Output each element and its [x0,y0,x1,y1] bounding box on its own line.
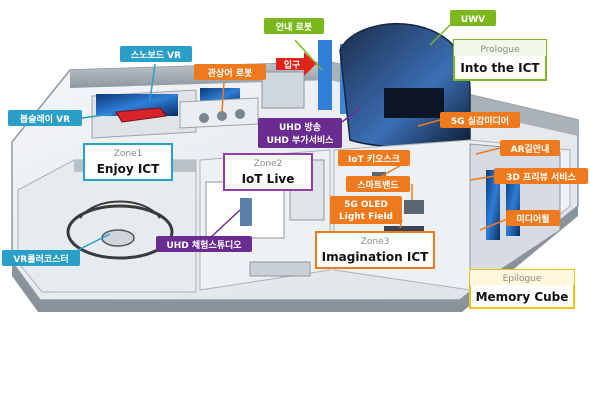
bobsleigh-sled [115,107,167,123]
leader-uhd-studio [209,209,241,239]
label-smartband-text: 스마트밴드 [357,179,399,191]
label-ar-guide-text: AR길안내 [511,143,550,155]
zone-epilogue-sub: Epilogue [503,274,542,284]
label-iot-kiosk-text: IoT 키오스크 [348,153,400,165]
vr-coaster-track [66,204,174,260]
leader-ar-guide [475,147,501,155]
label-entrance-text: 입구 [284,59,301,71]
label-uhd-studio: UHD 체험스튜디오 [156,236,252,252]
counter [249,261,311,277]
label-oled-line2: Light Field [339,212,393,222]
label-vr-coaster-text: VR롤러코스터 [13,253,68,265]
robot-unit-2 [217,111,227,121]
dome-shell [339,23,471,149]
robot-unit-3 [235,109,245,119]
zone3-sub: Zone3 [361,237,390,247]
leader-snowboard [149,63,156,101]
zone-box-epilogue: Epilogue Memory Cube [469,269,575,309]
label-uhd-studio-text: UHD 체험스튜디오 [166,239,242,251]
vr-coaster-loop [79,200,161,219]
label-iot-kiosk: IoT 키오스크 [338,150,410,166]
zone2-main: IoT Live [242,172,295,186]
entrance-gate-left [261,71,305,109]
label-uwv-text: UWV [461,15,485,25]
zone1-sub: Zone1 [114,149,143,159]
label-guide-robot: 안내 로봇 [264,18,324,34]
leader-preview-3d [469,175,496,181]
entrance-arrow [276,52,316,76]
leader-uhd-broadcast [341,107,361,123]
prologue-dome [339,23,471,149]
label-realistic-media: 5G 실감미디어 [440,112,520,128]
label-uwv: UWV [450,10,496,26]
iot-room-device [240,198,252,226]
label-bobsleigh-vr: 봅슬레이 VR [8,110,82,126]
outer-wall-bottom [12,206,578,312]
label-snowboard-vr-text: 스노보드 VR [131,50,181,61]
label-oled: 5G OLED Light Field [330,196,402,224]
leader-realistic-media [417,119,441,127]
media-wall-screen [486,170,500,240]
label-entrance: 입구 [276,52,316,76]
zone-box-prologue: Prologue Into the ICT [453,39,547,81]
zone-epilogue-main: Memory Cube [476,290,569,304]
label-media-wall: 미디어월 [506,210,560,226]
zone1-main: Enjoy ICT [97,162,160,176]
label-uhd-broadcast: UHD 방송 UHD 부가서비스 [258,118,342,148]
label-realistic-media-text: 5G 실감미디어 [451,115,509,127]
zone-box-zone2: Zone2 IoT Live [223,153,313,191]
zone2-sub: Zone2 [254,159,283,169]
leader-media-wall [479,217,511,231]
leader-guide-robot [294,39,323,71]
label-viewing-robot: 관상어 로봇 [194,64,266,80]
label-smartband: 스마트밴드 [346,176,410,192]
label-uhd-broadcast-line2: UHD 부가서비스 [267,134,335,146]
kiosk-2 [404,200,424,214]
leader-vr-coaster [77,233,111,251]
zone-prologue-sub: Prologue [480,45,520,55]
label-oled-line1: 5G OLED [344,200,388,210]
leader-viewing-robot [221,81,225,113]
vr-coaster-base [101,229,135,247]
guide-robot-post [318,40,332,110]
label-vr-coaster: VR롤러코스터 [2,250,80,266]
zone-box-zone1: Zone1 Enjoy ICT [83,143,173,181]
zone3-main: Imagination ICT [322,250,429,264]
label-preview-3d-text: 3D 프리뷰 서비스 [506,171,576,183]
robot-unit-1 [199,113,209,123]
label-guide-robot-text: 안내 로봇 [276,21,312,33]
zone-prologue-main: Into the ICT [460,61,540,75]
zone-box-zone3: Zone3 Imagination ICT [315,231,435,269]
label-snowboard-vr: 스노보드 VR [120,46,192,62]
leader-bobsleigh [81,113,113,119]
label-preview-3d: 3D 프리뷰 서비스 [494,168,588,184]
label-viewing-robot-text: 관상어 로봇 [208,67,253,79]
label-media-wall-text: 미디어월 [516,213,549,225]
label-uhd-broadcast-line1: UHD 방송 [279,121,321,133]
label-bobsleigh-vr-text: 봅슬레이 VR [20,113,70,125]
label-ar-guide: AR길안내 [500,140,560,156]
dome-seats [384,88,444,118]
